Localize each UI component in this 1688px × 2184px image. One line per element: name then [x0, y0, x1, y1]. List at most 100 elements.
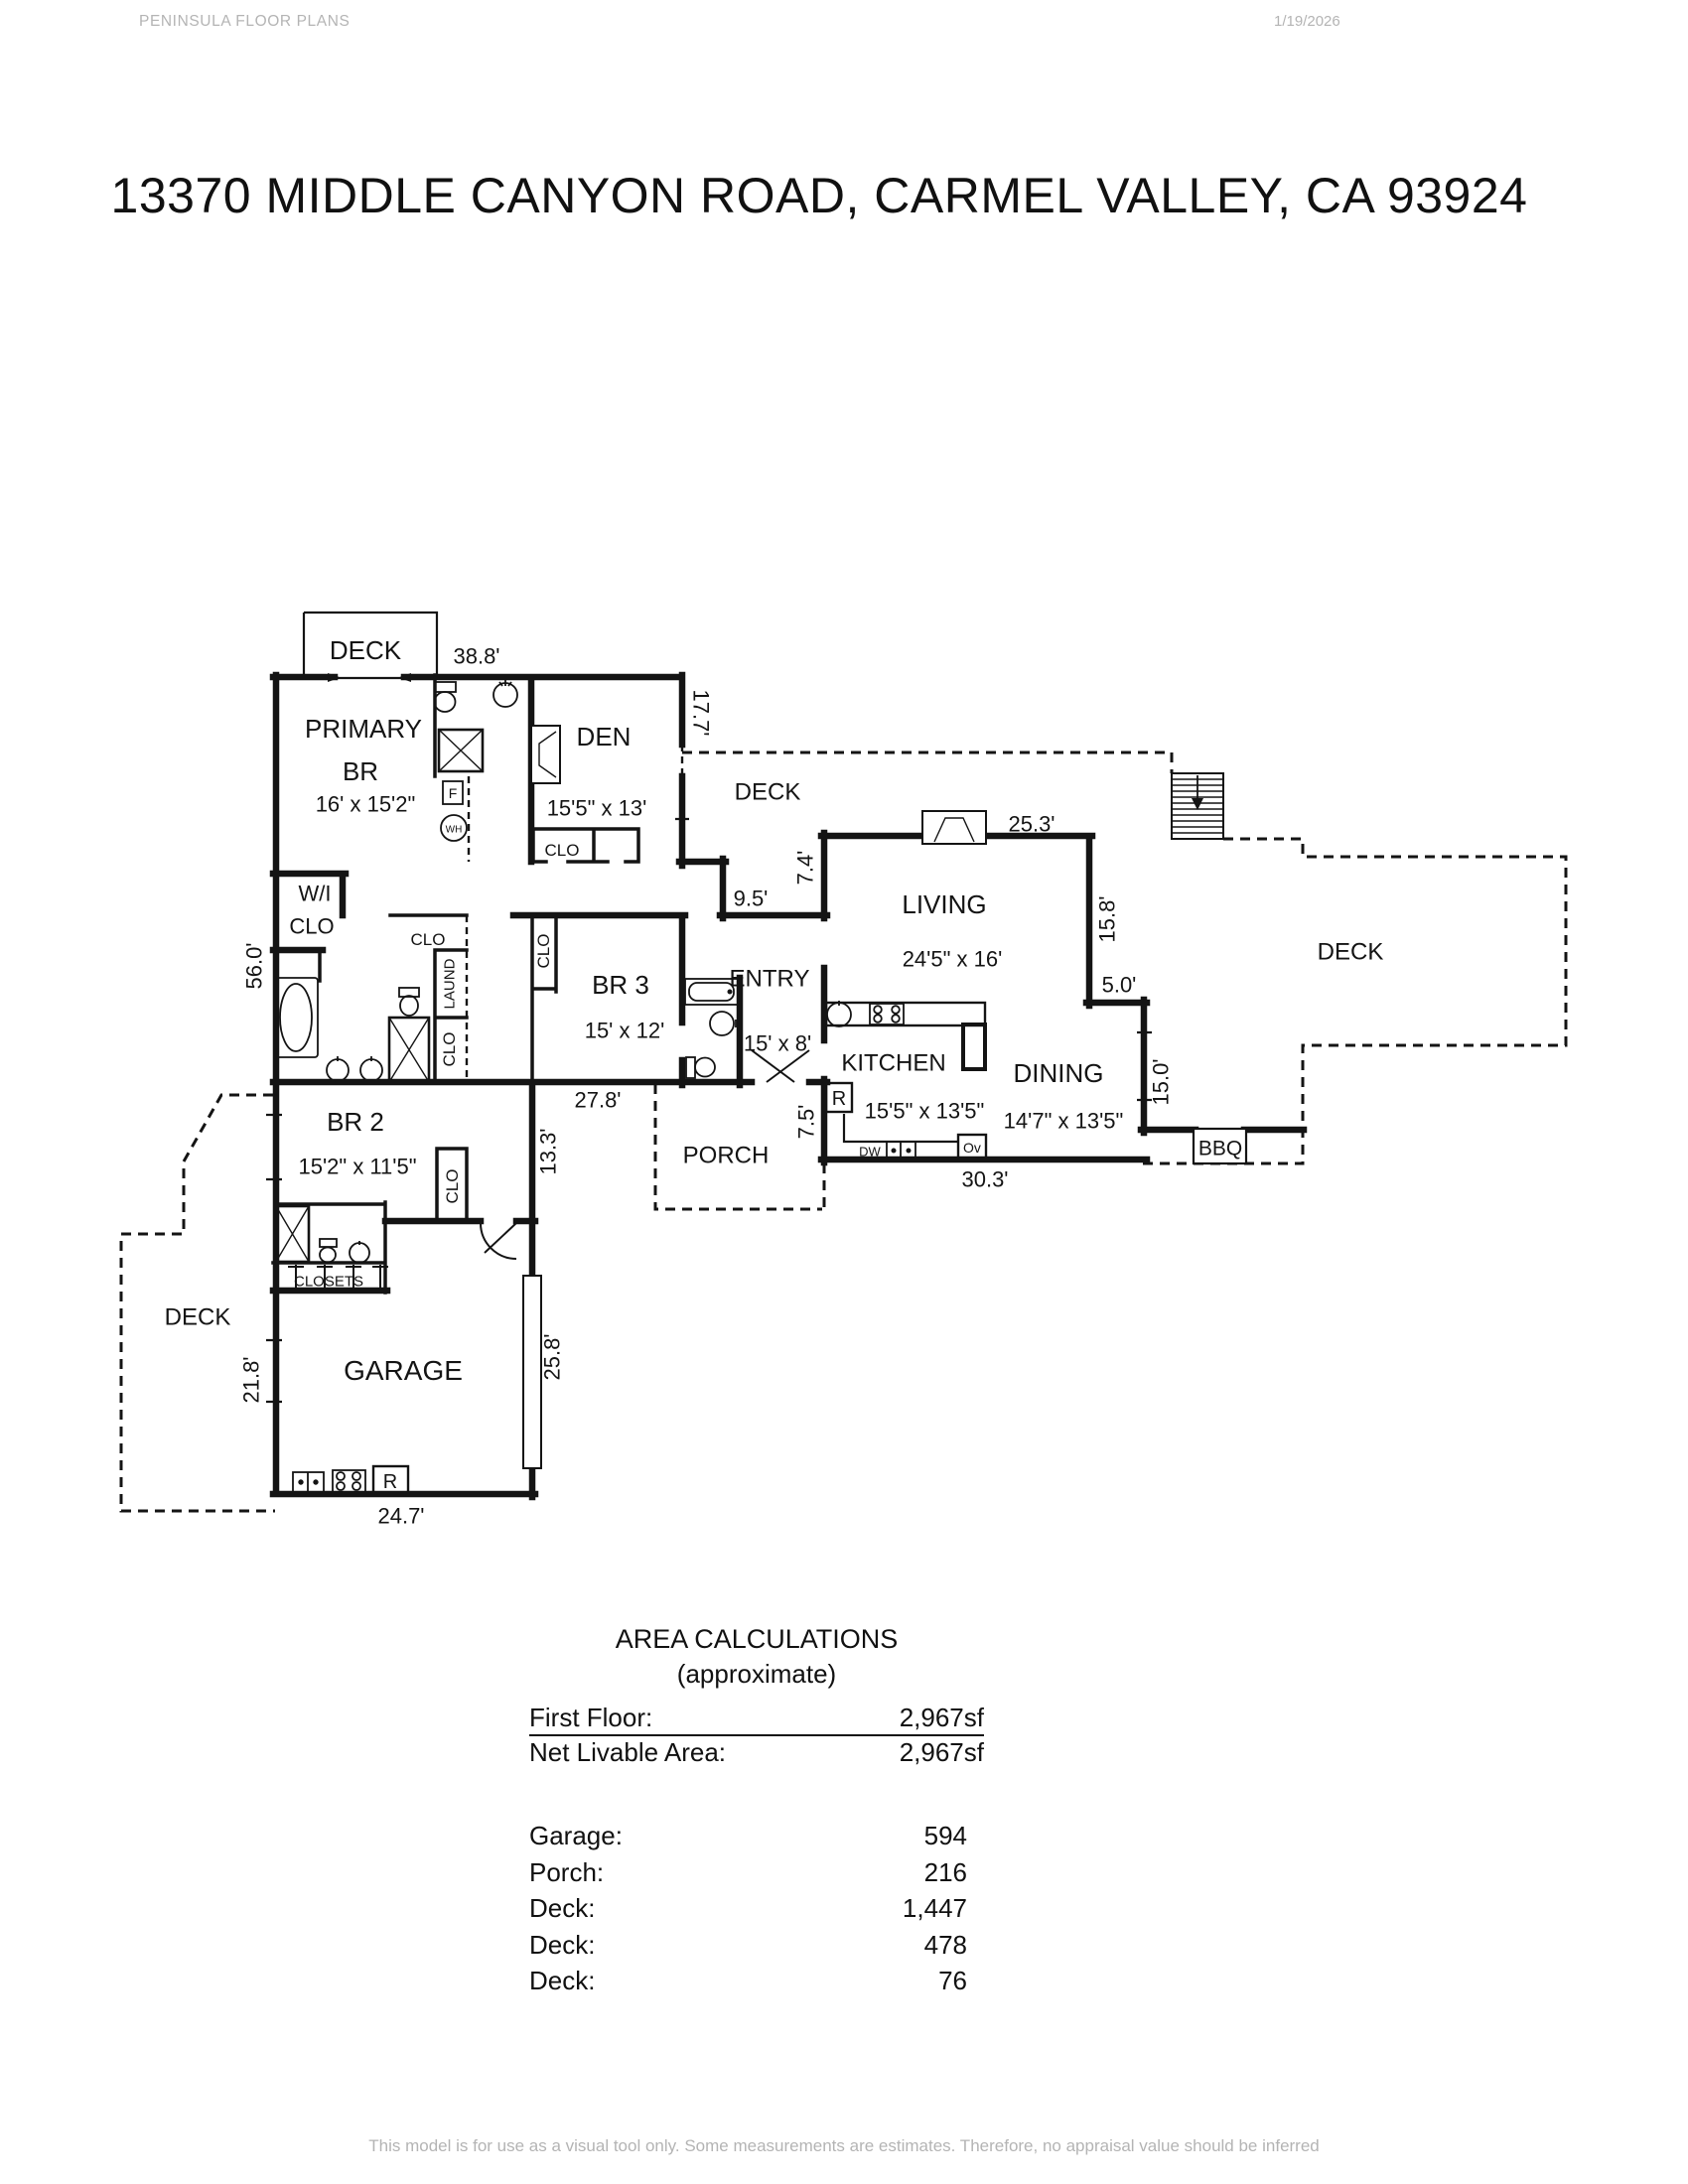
closets-label: CLOSETS	[294, 1273, 363, 1290]
garage-door	[522, 1275, 542, 1469]
br3-label: BR 3	[592, 970, 649, 1000]
kitchen-label: KITCHEN	[841, 1049, 945, 1076]
door-symbols	[480, 1049, 810, 1469]
row-label: Porch:	[529, 1856, 605, 1887]
garage-entry-door-arc	[480, 1222, 517, 1260]
dim-30-3: 30.3'	[961, 1167, 1008, 1192]
table-row: Garage: 594	[529, 1818, 967, 1854]
cooktop-icon	[869, 1003, 905, 1025]
oven-label: Ov	[963, 1140, 981, 1156]
table-row: Deck: 1,447	[529, 1890, 967, 1927]
dim-7-4: 7.4'	[793, 851, 818, 886]
closet-dividers	[288, 1265, 388, 1291]
garage-sink-icon	[292, 1471, 325, 1493]
table-row: First Floor: 2,967sf	[529, 1702, 984, 1736]
entry-label: ENTRY	[730, 965, 810, 992]
br2-closet-label: CLO	[443, 1169, 462, 1204]
fridge-box	[824, 1081, 854, 1114]
row-value: 2,967sf	[899, 1703, 984, 1732]
table-row: Net Livable Area: 2,967sf	[529, 1736, 984, 1769]
interior-dashes	[465, 745, 684, 1082]
thin-lines	[266, 611, 1152, 1404]
fixtures	[274, 680, 1248, 1496]
living-label: LIVING	[902, 889, 986, 919]
br3-tub-icon	[684, 978, 739, 1006]
slider-arrow-right	[398, 673, 411, 682]
row-label: Deck:	[529, 1966, 596, 1995]
row-value: 478	[923, 1929, 967, 1960]
bbq-box	[1192, 1127, 1248, 1165]
dining-label: DINING	[1014, 1058, 1104, 1088]
br2-shower-icon	[274, 1204, 311, 1264]
row-label: Garage:	[529, 1821, 623, 1850]
dim-21-8: 21.8'	[239, 1356, 264, 1403]
den-fireplace-icon	[530, 725, 561, 784]
page-date: 1/19/2026	[1274, 13, 1340, 30]
br3-dim: 15' x 12'	[585, 1019, 665, 1043]
dishwasher-label: DW	[859, 1145, 881, 1160]
hall-closet-label: CLO	[411, 930, 446, 949]
row-label: First Floor:	[529, 1703, 653, 1732]
disclaimer-text: This model is for use as a visual tool o…	[368, 2136, 1320, 2155]
kitchen-sink-icon	[826, 1001, 852, 1027]
oven-box	[956, 1133, 988, 1161]
br3-closet-label: CLO	[534, 934, 553, 969]
br2-label: BR 2	[327, 1107, 384, 1137]
exterior-walls	[269, 671, 1308, 1501]
living-fireplace-icon	[921, 810, 987, 845]
dim-17-7: 17.7'	[688, 689, 713, 736]
deck-right-outline	[682, 751, 1568, 1165]
dim-27-8: 27.8'	[574, 1088, 621, 1113]
garage-label: GARAGE	[344, 1355, 463, 1386]
brand-text: PENINSULA FLOOR PLANS	[139, 13, 351, 30]
primary-sink-icon	[492, 680, 518, 708]
row-label: Net Livable Area:	[529, 1737, 727, 1767]
primary-br-dim: 16' x 15'2"	[316, 792, 416, 817]
dim-5-0: 5.0'	[1102, 973, 1137, 998]
primary-toilet-icon	[433, 681, 457, 713]
primary-shower2-icon	[387, 1016, 431, 1084]
kitchen-counter	[824, 1001, 987, 1071]
deck-top-label: DECK	[330, 635, 402, 665]
row-value: 2,967sf	[899, 1737, 984, 1767]
stairs-icon	[1171, 772, 1224, 840]
dim-13-3: 13.3'	[536, 1128, 561, 1174]
porch-label: PORCH	[683, 1142, 770, 1168]
table-row: Deck: 478	[529, 1927, 967, 1964]
deck-outlines	[119, 745, 1568, 1513]
walls	[266, 611, 1308, 1501]
primary-shower-icon	[437, 728, 485, 773]
slider-arrow-left	[328, 673, 341, 682]
den-dim: 15'5" x 13'	[547, 796, 647, 821]
br3-sink-icon	[709, 1011, 737, 1036]
bbq-label: BBQ	[1198, 1137, 1242, 1160]
hall-toilet-icon	[398, 987, 420, 1017]
row-value: 594	[923, 1821, 967, 1850]
garage-fridge-box	[371, 1464, 410, 1496]
deck-mid-label: DECK	[735, 778, 801, 805]
dim-24-7: 24.7'	[377, 1504, 424, 1529]
wi-clo-label-2: CLO	[289, 914, 334, 939]
row-label: Deck:	[529, 1929, 596, 1960]
furnace-box	[442, 780, 464, 805]
wi-clo-label-1: W/I	[299, 882, 332, 906]
dim-25-3: 25.3'	[1008, 812, 1055, 837]
furnace-label: F	[449, 785, 458, 801]
kitchen-dim: 15'5" x 13'5"	[865, 1099, 985, 1124]
deck-left-label: DECK	[165, 1303, 231, 1330]
area-items: Garage: 594 Porch: 216 Deck: 1,447 Deck:…	[529, 1818, 967, 1999]
primary-br-label-2: BR	[343, 756, 378, 786]
br2-sink-icon	[349, 1241, 370, 1264]
dim-56-0: 56.0'	[242, 942, 267, 989]
dining-dim: 14'7" x 13'5"	[1004, 1109, 1124, 1134]
dim-25-8: 25.8'	[540, 1333, 565, 1380]
table-row: Porch: 216	[529, 1854, 967, 1891]
row-value: 1,447	[902, 1893, 967, 1923]
hall-closet2-label: CLO	[440, 1032, 459, 1067]
table-row: Deck: 76	[529, 1963, 967, 1999]
deck-right-label: DECK	[1318, 938, 1384, 965]
area-table-subtitle: (approximate)	[676, 1659, 837, 1689]
dim-15-0: 15.0'	[1149, 1058, 1174, 1105]
dim-38-8: 38.8'	[453, 644, 499, 669]
